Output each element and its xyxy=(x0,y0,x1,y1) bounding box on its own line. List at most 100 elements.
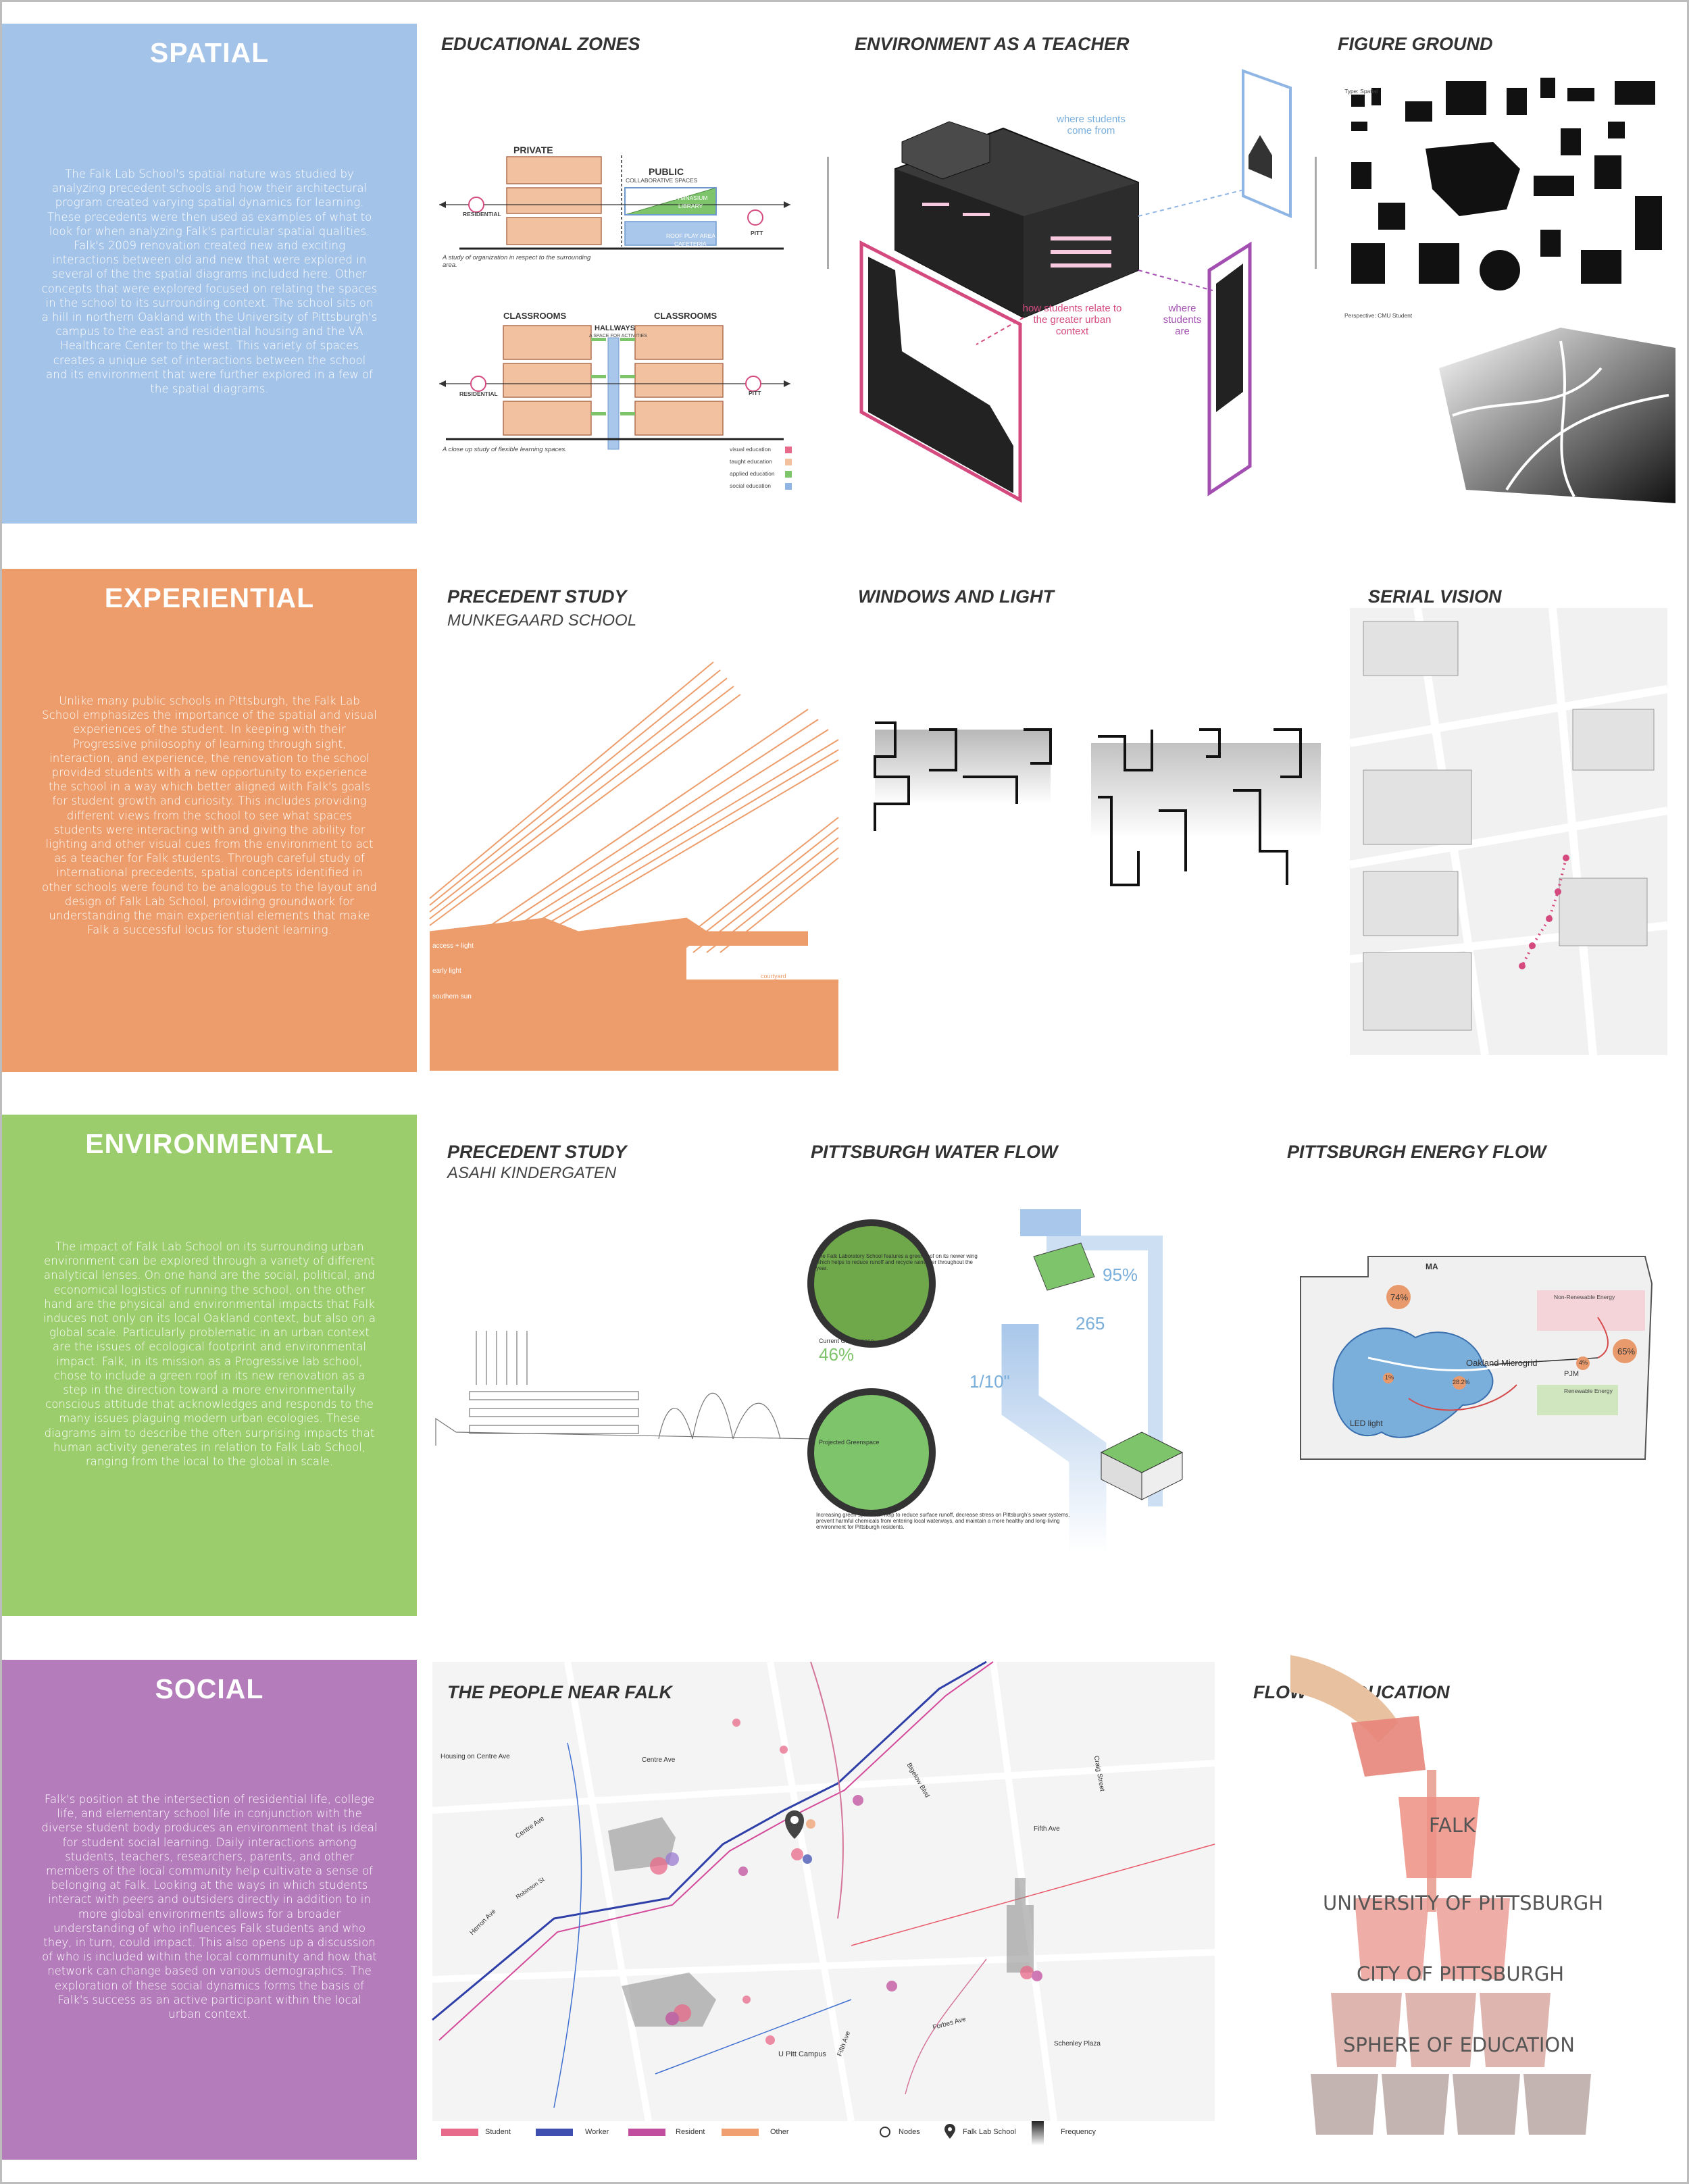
spatial-divider-2 xyxy=(1315,157,1317,269)
energy-pct-74: 74% xyxy=(1390,1292,1409,1302)
munkegaard-subtitle: MUNKEGAARD SCHOOL xyxy=(447,611,637,630)
munkegaard-label-southern: southern sun xyxy=(432,993,472,1000)
zones-diagram-top xyxy=(439,155,790,250)
munkegaard-title: PRECEDENT STUDY xyxy=(447,586,627,607)
legend-falk-label: Falk Lab School xyxy=(963,2128,1016,2136)
cup-pyramid xyxy=(1290,1655,1591,2135)
serial-vision-title: SERIAL VISION xyxy=(1368,586,1502,607)
legend-taught-swatch xyxy=(785,459,792,465)
environmental-panel: ENVIRONMENTAL The impact of Falk Lab Sch… xyxy=(2,1115,417,1616)
munkegaard-label-early: early light xyxy=(432,967,461,975)
legend-resident-label: Resident xyxy=(676,2128,705,2136)
legend-student-label: Student xyxy=(485,2128,511,2136)
zones-public-label: PUBLIC xyxy=(649,166,684,177)
street-fifth-ave-1: Fifth Ave xyxy=(1034,1825,1060,1833)
zones-diagram-bottom xyxy=(439,325,790,450)
educational-zones-title: EDUCATIONAL ZONES xyxy=(441,34,640,54)
legend-nodes-label: Nodes xyxy=(899,2128,920,2136)
legend-frequency-label: Frequency xyxy=(1061,2128,1096,2136)
zones-gym-label: GYMNASIUM xyxy=(672,195,708,201)
street-upitt: U Pitt Campus xyxy=(778,2050,826,2058)
zones-caption-top: A study of organization in respect to th… xyxy=(443,254,591,269)
windows-light-title: WINDOWS AND LIGHT xyxy=(858,586,1054,607)
energy-flow-map xyxy=(1300,1256,1653,1460)
zones-hallways-sub: A SPACE FOR ACTIVITIES xyxy=(589,334,647,338)
zones-caption-bottom: A close up study of flexible learning sp… xyxy=(443,446,567,453)
water-stat-110: 1/10" xyxy=(969,1371,1010,1392)
water-flow-diagram xyxy=(807,1209,1184,1554)
zones-residential-label: RESIDENTIAL xyxy=(463,211,501,218)
falk-pin-icon xyxy=(944,2124,955,2139)
zones-public-sub: COLLABORATIVE SPACES xyxy=(626,177,698,184)
zones-classrooms-left: CLASSROOMS xyxy=(503,311,567,321)
street-centre-ave-1: Centre Ave xyxy=(642,1756,676,1764)
zones-pitt-label-2: PITT xyxy=(749,390,761,397)
energy-pct-65: 65% xyxy=(1617,1346,1636,1356)
legend-student-swatch xyxy=(441,2129,478,2136)
water-stat-265: 265 xyxy=(1076,1313,1105,1334)
water-projected-label: Projected Greenspace xyxy=(819,1439,880,1446)
legend-applied-label: applied education xyxy=(730,470,775,477)
energy-pct-1: 1% xyxy=(1385,1374,1394,1381)
teacher-relate: how students relate to the greater urban… xyxy=(1022,303,1122,337)
legend-visual-swatch xyxy=(785,447,792,453)
energy-flow-title: PITTSBURGH ENERGY FLOW xyxy=(1287,1142,1546,1162)
legend-other-swatch xyxy=(722,2129,759,2136)
zones-classrooms-right: CLASSROOMS xyxy=(654,311,717,321)
teacher-where-from: where students come from xyxy=(1057,113,1126,136)
zones-cafeteria-label: CAFETERIA xyxy=(674,240,707,247)
water-projected-pct: 62% xyxy=(819,1447,855,1467)
flow-level-sphere: SPHERE OF EDUCATION xyxy=(1343,2033,1575,2056)
energy-oakland: Oakland Microgrid xyxy=(1466,1358,1538,1368)
zones-hallways: HALLWAYS xyxy=(595,324,636,332)
munkegaard-label-access: access + light xyxy=(432,942,474,950)
energy-non-renewable: Non-Renewable Energy xyxy=(1554,1294,1615,1300)
water-flow-title: PITTSBURGH WATER FLOW xyxy=(811,1142,1058,1162)
asahi-title: PRECEDENT STUDY xyxy=(447,1142,627,1162)
serial-vision-collage xyxy=(1348,607,1669,1056)
windows-light-plans xyxy=(874,721,1321,886)
spatial-panel: SPATIAL The Falk Lab School's spatial na… xyxy=(2,24,417,524)
figure-ground-label-1: Type: Spatial xyxy=(1344,88,1378,95)
legend-worker-swatch xyxy=(536,2129,573,2136)
legend-resident-swatch xyxy=(628,2129,665,2136)
flow-level-university: UNIVERSITY OF PITTSBURGH xyxy=(1323,1891,1604,1914)
water-current-pct: 46% xyxy=(819,1344,855,1365)
figure-ground-label-2: Perspective: CMU Student xyxy=(1344,312,1413,319)
water-current-label: Current Greenspace xyxy=(819,1338,874,1344)
people-near-falk-title: THE PEOPLE NEAR FALK xyxy=(447,1682,673,1702)
social-panel: SOCIAL Falk's position at the intersecti… xyxy=(2,1660,417,2160)
teacher-illustration xyxy=(859,69,1292,503)
legend-social-swatch xyxy=(785,483,792,490)
water-stat-95: 95% xyxy=(1103,1265,1138,1285)
asahi-subtitle: ASAHI KINDERGATEN xyxy=(447,1164,617,1182)
frequency-gradient-icon xyxy=(1032,2121,1044,2145)
legend-applied-swatch xyxy=(785,471,792,478)
legend-taught-label: taught education xyxy=(730,458,772,465)
water-intro: The Falk Laboratory School features a gr… xyxy=(816,1253,978,1271)
flow-level-falk: FALK xyxy=(1429,1814,1476,1837)
environmental-body: The impact of Falk Lab School on its sur… xyxy=(43,1240,376,1469)
zones-pitt-label: PITT xyxy=(751,230,763,236)
nodes-icon xyxy=(880,2127,890,2137)
spatial-body: The Falk Lab School's spatial nature was… xyxy=(41,168,378,396)
spatial-divider-1 xyxy=(827,157,829,269)
legend-other-label: Other xyxy=(770,2128,789,2136)
munkegaard-label-courtyard-1: courtyard xyxy=(500,923,526,930)
zones-roof-label: ROOF PLAY AREA xyxy=(666,232,715,239)
water-footer: Increasing green space can help to reduc… xyxy=(816,1512,1070,1530)
perspective-map xyxy=(1439,328,1675,503)
experiential-heading: EXPERIENTIAL xyxy=(104,582,315,613)
munkegaard-section xyxy=(429,661,839,1071)
asahi-section xyxy=(435,1331,815,1446)
energy-pjm: PJM xyxy=(1564,1370,1579,1378)
energy-led: LED light xyxy=(1350,1419,1383,1428)
spatial-heading: SPATIAL xyxy=(149,37,270,68)
energy-pct-4: 4% xyxy=(1579,1359,1588,1366)
energy-pct-28: 28.2% xyxy=(1453,1379,1470,1386)
experiential-panel: EXPERIENTIAL Unlike many public schools … xyxy=(2,569,417,1072)
legend-social-label: social education xyxy=(730,482,771,489)
environment-teacher-title: ENVIRONMENT AS A TEACHER xyxy=(855,34,1130,54)
legend-visual-label: visual education xyxy=(730,446,771,453)
